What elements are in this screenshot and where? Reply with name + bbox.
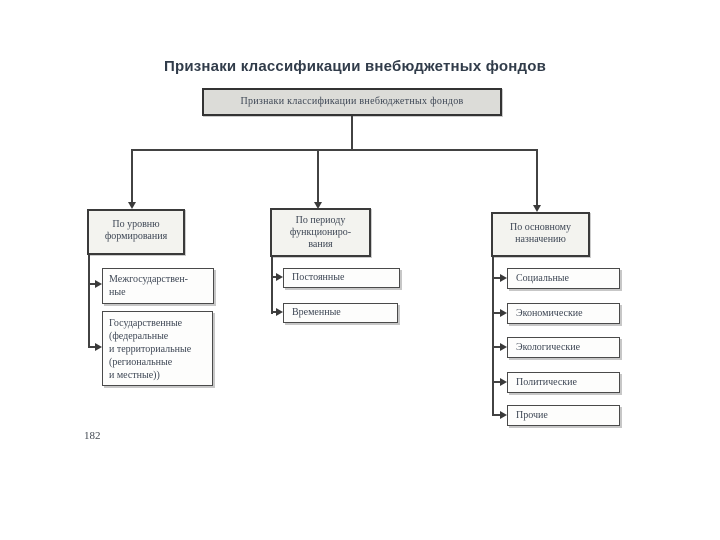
connector-branch2-stub2 <box>272 311 277 313</box>
node-temporary: Временные <box>283 303 398 323</box>
arrow-right-state-icon <box>95 343 102 351</box>
arrow-right-economic-icon <box>500 309 507 317</box>
connector-drop-right <box>536 149 538 205</box>
branch-header-main-purpose: По основному назначению <box>491 212 590 257</box>
arrow-right-temporary-icon <box>276 308 283 316</box>
connector-root-stem <box>351 116 353 150</box>
connector-branch1-vertical <box>88 255 90 348</box>
connector-branch3-stub3 <box>493 346 500 348</box>
root-node-label: Признаки классификации внебюджетных фонд… <box>240 96 464 107</box>
connector-branch3-stub4 <box>493 381 500 383</box>
arrow-down-left-icon <box>128 202 136 209</box>
connector-trunk-horizontal <box>132 149 538 151</box>
connector-branch1-stub2 <box>89 346 97 348</box>
connector-branch3-stub1 <box>493 277 500 279</box>
connector-drop-left <box>131 149 133 202</box>
node-interstate: Межгосударствен- ные <box>102 268 214 304</box>
connector-drop-middle <box>317 149 319 202</box>
branch-header-functioning-period: По периоду функциониро- вания <box>270 208 371 257</box>
node-social: Социальные <box>507 268 620 289</box>
arrow-right-social-icon <box>500 274 507 282</box>
page-number: 182 <box>84 430 101 442</box>
branch-header-formation-level: По уровню формирования <box>87 209 185 255</box>
arrow-down-right-icon <box>533 205 541 212</box>
arrow-right-permanent-icon <box>276 273 283 281</box>
arrow-down-middle-icon <box>314 202 322 209</box>
page-title: Признаки классификации внебюджетных фонд… <box>163 58 546 75</box>
arrow-right-ecological-icon <box>500 343 507 351</box>
arrow-right-political-icon <box>500 378 507 386</box>
connector-branch2-stub1 <box>272 276 277 278</box>
node-other: Прочие <box>507 405 620 426</box>
connector-branch1-stub1 <box>89 283 97 285</box>
connector-branch3-stub5 <box>493 414 500 416</box>
connector-branch3-vertical <box>492 257 494 416</box>
node-economic: Экономические <box>507 303 620 324</box>
node-political: Политические <box>507 372 620 393</box>
connector-branch2-vertical <box>271 257 273 314</box>
node-state: Государственные (федеральные и территори… <box>102 311 213 386</box>
connector-branch3-stub2 <box>493 312 500 314</box>
node-ecological: Экологические <box>507 337 620 358</box>
root-node: Признаки классификации внебюджетных фонд… <box>202 88 502 116</box>
node-permanent: Постоянные <box>283 268 400 288</box>
arrow-right-other-icon <box>500 411 507 419</box>
arrow-right-interstate-icon <box>95 280 102 288</box>
